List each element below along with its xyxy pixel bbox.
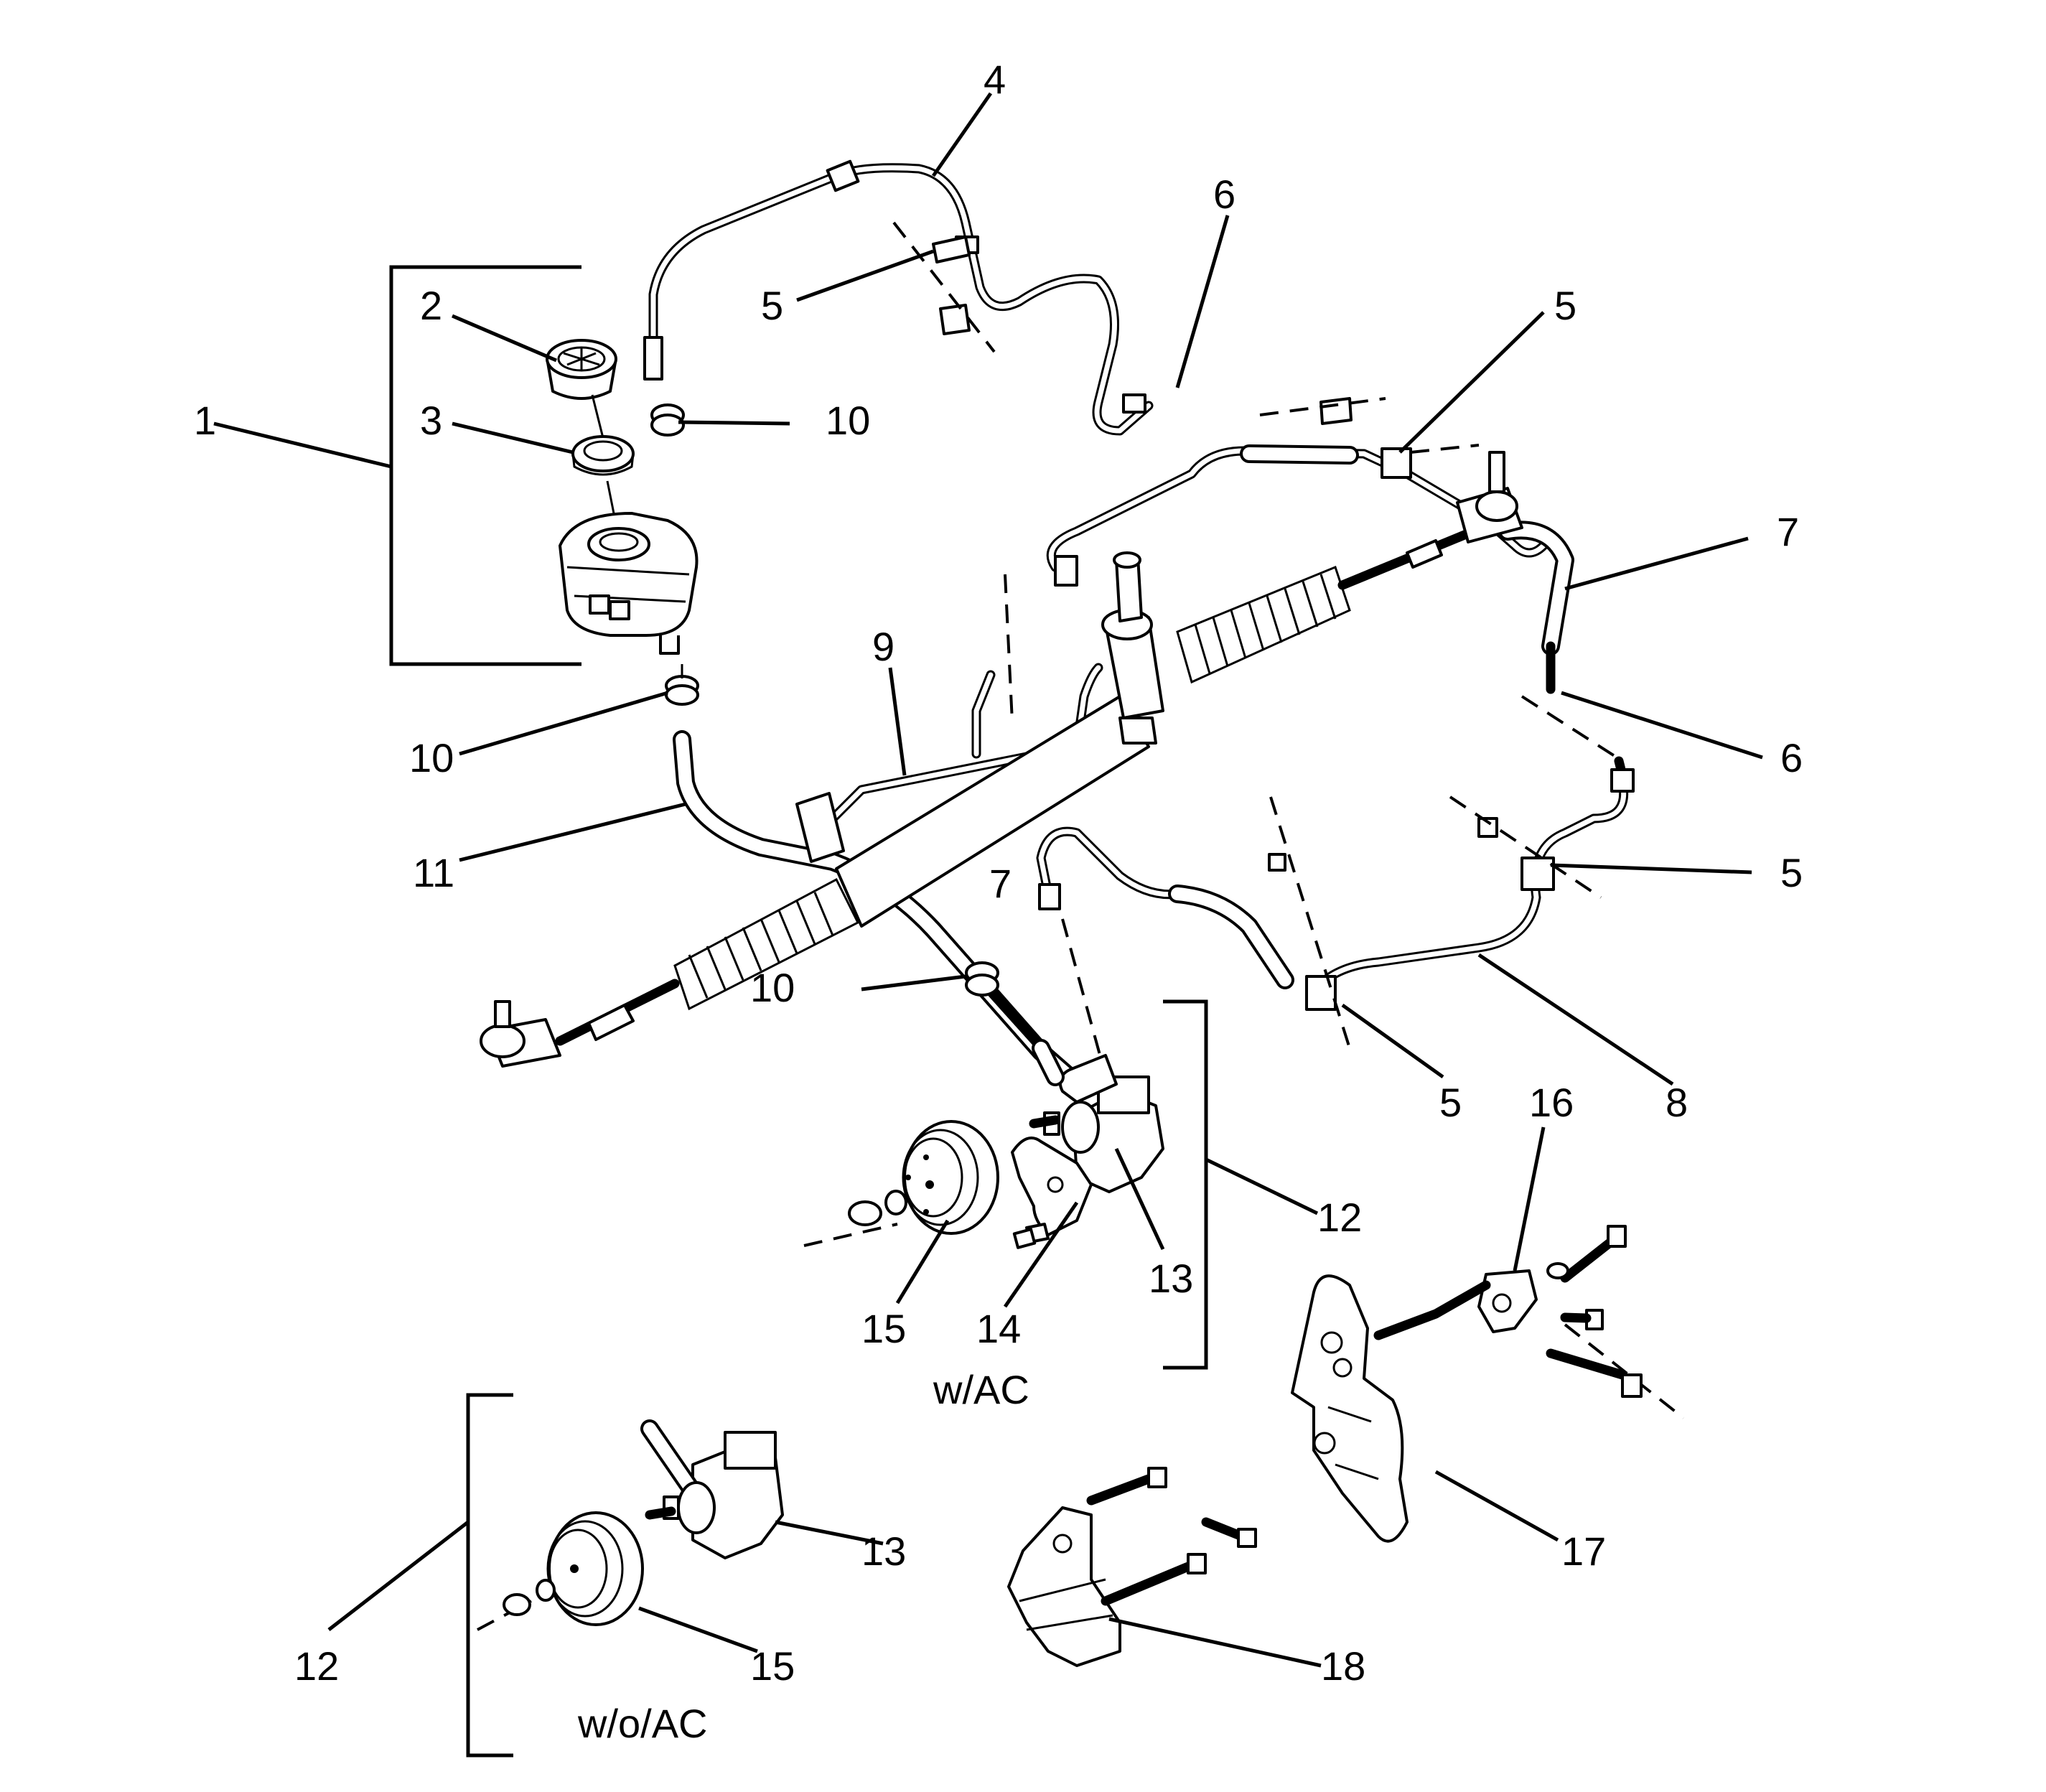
bracket-pump-with-ac	[1163, 999, 1208, 1370]
pulley-nut-without-ac	[503, 1579, 556, 1616]
pump-brace-16	[1373, 1269, 1538, 1340]
callout-11: 11	[413, 850, 454, 895]
fluid-reservoir	[559, 512, 699, 655]
callout-2: 2	[420, 283, 442, 328]
pulley-nut-with-ac	[848, 1190, 907, 1226]
steering-gear	[555, 530, 1470, 1046]
callout-7-upper: 7	[1777, 509, 1799, 554]
callout-5-lower: 5	[1439, 1080, 1462, 1125]
leader-lines	[213, 92, 1763, 1668]
callout-10-lower: 10	[750, 965, 795, 1010]
callout-4: 4	[984, 57, 1006, 102]
clip-lower-middle	[1268, 853, 1337, 1011]
bracket-bolts-16	[1546, 1225, 1643, 1398]
callout-14: 14	[976, 1306, 1021, 1351]
pump-bolt-14	[1012, 1228, 1037, 1249]
callout-7-lower: 7	[989, 861, 1012, 906]
hose-clamp-lower	[965, 961, 999, 997]
return-line-lower	[1036, 826, 1294, 989]
tie-rod-end-right	[1456, 451, 1523, 543]
callout-17: 17	[1561, 1529, 1606, 1574]
engine-bracket-18	[1007, 1467, 1257, 1667]
callout-1: 1	[194, 398, 216, 443]
label-with-ac: w/AC	[933, 1367, 1029, 1412]
callout-5-middle-right: 5	[1780, 850, 1803, 895]
callout-9: 9	[872, 624, 894, 669]
callout-numbers: 1 2 3 4 5 6 5 10 7 9 10 6 11 7 5 10 5 8 …	[194, 57, 1803, 1746]
clip-upper-left	[932, 235, 971, 335]
callout-10-upper: 10	[826, 398, 870, 443]
callout-18: 18	[1321, 1643, 1365, 1689]
callout-5-upper-left: 5	[761, 283, 783, 328]
pump-without-ac	[640, 1419, 784, 1559]
reservoir-cap-seal	[571, 435, 635, 476]
callout-16: 16	[1529, 1080, 1574, 1125]
callout-13-with-ac: 13	[1149, 1256, 1193, 1301]
callout-15-without-ac: 15	[750, 1643, 795, 1689]
hose-4	[643, 159, 1154, 436]
pump-mounting-bracket-17	[1291, 1274, 1409, 1543]
pulley-with-ac	[902, 1120, 999, 1235]
clip-upper-right	[1319, 397, 1412, 479]
clip-middle-right	[1477, 817, 1555, 891]
callout-13-without-ac: 13	[861, 1529, 906, 1574]
callout-6-lower: 6	[1780, 735, 1803, 780]
tie-rod-end-left	[480, 1000, 561, 1068]
callout-8: 8	[1666, 1080, 1688, 1125]
hose-clamp-middle	[665, 675, 699, 706]
return-line-upper	[1046, 444, 1574, 694]
callout-5-upper-right: 5	[1554, 283, 1576, 328]
callout-6-upper: 6	[1213, 172, 1235, 217]
callout-10-middle: 10	[409, 735, 454, 780]
label-without-ac: w/o/AC	[577, 1701, 708, 1746]
callout-3: 3	[420, 398, 442, 443]
callout-12-with-ac: 12	[1317, 1195, 1362, 1240]
hose-clamp-upper	[650, 403, 685, 437]
bracket-pump-without-ac	[466, 1393, 513, 1758]
pressure-line	[1309, 756, 1635, 996]
pump-with-ac	[1029, 1039, 1164, 1193]
pulley-without-ac	[546, 1511, 644, 1626]
callout-12-without-ac: 12	[294, 1643, 339, 1689]
callout-15-with-ac: 15	[861, 1306, 906, 1351]
reservoir-cap	[546, 339, 617, 400]
